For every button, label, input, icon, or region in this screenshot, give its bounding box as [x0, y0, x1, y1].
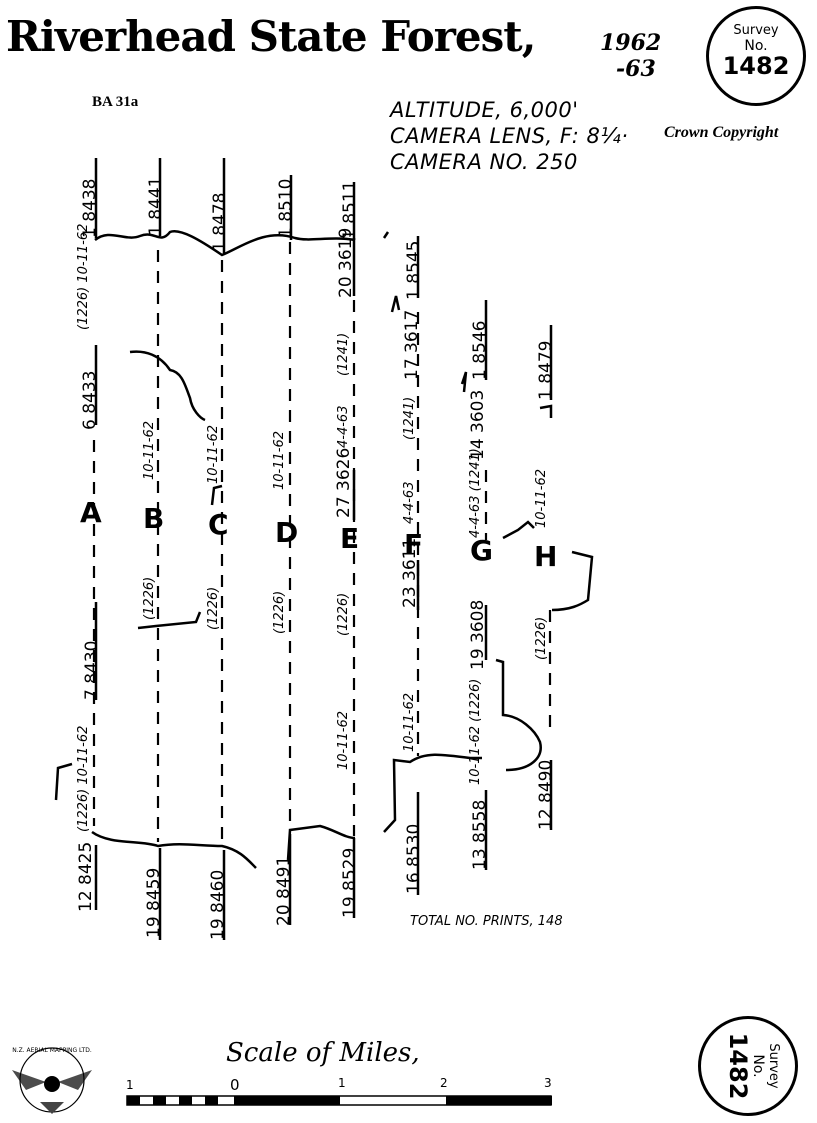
run-f-upper: 17 3617 — [402, 309, 422, 380]
run-label-e: E — [340, 522, 360, 555]
run-f-mid: 23 3611 — [400, 537, 420, 608]
boundary-bottom-de — [286, 824, 356, 861]
scale-tick-2: 2 — [440, 1076, 448, 1090]
run-d-top: 1 8510 — [276, 178, 296, 239]
run-f-mid-date: 4-4-63 — [402, 481, 417, 524]
altitude-text: ALTITUDE, 6,000' — [390, 98, 579, 122]
boundary-h-right — [551, 550, 594, 612]
run-a-mid: 6 8433 — [80, 370, 100, 431]
camera-lens-text: CAMERA LENS, F: 8¼· — [390, 124, 629, 148]
aerial-mapping-logo: N.Z. AERIAL MAPPING LTD. — [12, 1047, 92, 1114]
run-g-sortie: 10-11-62 (1226) — [468, 678, 483, 785]
map-title: Riverhead State Forest, — [6, 12, 536, 61]
run-f-bottom: 16 8530 — [404, 823, 424, 894]
run-e-upper: 20 3619 — [336, 227, 356, 298]
stamp-number: 1482 — [722, 52, 790, 80]
sheet-reference: BA 31a — [92, 94, 139, 110]
scale-bar — [126, 1095, 552, 1106]
run-h-top: 1 8479 — [536, 340, 556, 401]
run-label-h: H — [534, 540, 558, 573]
run-d-date: 10-11-62 — [272, 430, 287, 490]
run-g-mid-sortie: 4-4-63 (1241) — [468, 448, 483, 538]
boundary-e-left — [382, 231, 390, 239]
scale-tick-1-left: 1 — [126, 1078, 134, 1092]
boundary-a-bracket — [54, 762, 73, 801]
run-b-bottom: 19 8459 — [144, 867, 164, 938]
run-label-g: G — [470, 534, 493, 567]
run-f-date: 10-11-62 — [402, 692, 417, 752]
run-a-low: 7 8430 — [82, 640, 102, 701]
scale-title: Scale of Miles, — [226, 1038, 420, 1068]
run-c-top: 1 8478 — [210, 192, 230, 253]
run-c-bottom: 19 8460 — [208, 869, 228, 940]
run-g-bottom: 13 8558 — [470, 799, 490, 870]
run-h-sortie: (1226) — [534, 616, 549, 660]
run-label-b: B — [143, 502, 165, 535]
run-a-mid-sortie: (1226) 10-11-62 — [76, 223, 91, 330]
survey-stamp-bottom: Survey No. 1482 — [698, 1016, 798, 1116]
run-h-date: 10-11-62 — [534, 468, 549, 528]
run-b-date: 10-11-62 — [142, 420, 157, 480]
year-line-2: -63 — [616, 56, 656, 82]
camera-number-text: CAMERA NO. 250 — [390, 150, 578, 174]
run-c-date: 10-11-62 — [206, 424, 221, 484]
run-label-f: F — [404, 528, 424, 561]
stamp-word: Survey — [766, 1043, 781, 1089]
run-f-top: 1 8545 — [404, 240, 424, 301]
run-h-bottom: 12 8490 — [536, 759, 556, 830]
survey-stamp-top: Survey No. 1482 — [706, 6, 806, 106]
stamp-number: 1482 — [724, 1032, 752, 1100]
boundary-a-notch — [129, 350, 206, 422]
run-e-mid-date: 4-4-63 — [336, 405, 351, 448]
run-label-c: C — [208, 508, 229, 541]
scale-tick-0: 0 — [230, 1076, 240, 1094]
logo-text: N.Z. AERIAL MAPPING LTD. — [12, 1047, 92, 1054]
stamp-word: Survey — [733, 23, 779, 38]
run-b-sortie: (1226) — [142, 576, 157, 620]
run-e-mid-sortie: (1241) — [336, 332, 351, 376]
run-label-a: A — [80, 496, 102, 529]
scale-tick-3: 3 — [544, 1076, 552, 1090]
run-g-mid: 19 3608 — [468, 599, 488, 670]
run-d-sortie: (1226) — [272, 590, 287, 634]
run-f-mid-sortie: (1241) — [402, 396, 417, 440]
run-a-low-sortie: (1226) 10-11-62 — [76, 725, 91, 832]
run-d-bottom: 20 8491 — [274, 855, 294, 926]
run-e-date: 10-11-62 — [336, 710, 351, 770]
total-prints: TOTAL NO. PRINTS, 148 — [410, 914, 563, 929]
run-e-mid: 27 3626 — [334, 447, 354, 518]
boundary-g-bulge — [495, 658, 542, 772]
run-c-sortie: (1226) — [206, 586, 221, 630]
boundary-g-hook — [460, 371, 468, 393]
boundary-top — [94, 229, 356, 257]
run-label-d: D — [275, 516, 299, 549]
boundary-bc-link — [137, 611, 202, 630]
boundary-gh-link — [502, 520, 535, 540]
boundary-f-top — [390, 295, 401, 313]
run-e-bottom: 19 8529 — [340, 847, 360, 918]
run-b-top: 1 8441 — [146, 176, 166, 237]
scale-tick-1: 1 — [338, 1076, 346, 1090]
boundary-c-hook — [210, 484, 223, 506]
stamp-no: No. — [750, 1054, 766, 1078]
stamp-no: No. — [744, 38, 768, 54]
boundary-bottom — [91, 830, 257, 869]
run-a-bottom: 12 8425 — [76, 841, 96, 912]
year-line-1: 1962 — [600, 30, 662, 56]
boundary-fg — [383, 753, 482, 833]
boundary-gh-top — [539, 404, 553, 418]
copyright-text: Crown Copyright — [664, 124, 779, 141]
run-g-top: 1 8546 — [470, 320, 490, 381]
run-e-sortie: (1226) — [336, 592, 351, 636]
